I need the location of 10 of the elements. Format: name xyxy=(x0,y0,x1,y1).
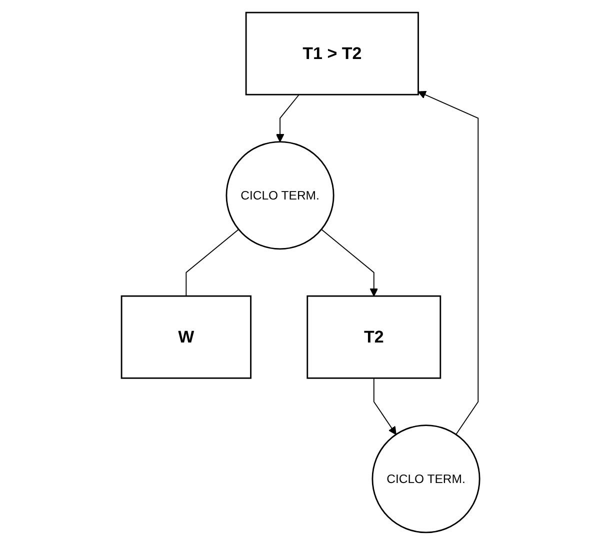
arrow xyxy=(418,90,479,435)
arrow xyxy=(373,378,396,435)
node-circle: CICLO TERM. xyxy=(226,141,334,250)
node-box: W xyxy=(120,295,252,379)
arrow xyxy=(320,228,378,296)
node-box: T2 xyxy=(306,295,442,379)
node-circle: CICLO TERM. xyxy=(372,424,480,534)
node-box: T1 > T2 xyxy=(245,12,419,96)
arrow xyxy=(276,94,300,142)
connector xyxy=(186,228,240,297)
